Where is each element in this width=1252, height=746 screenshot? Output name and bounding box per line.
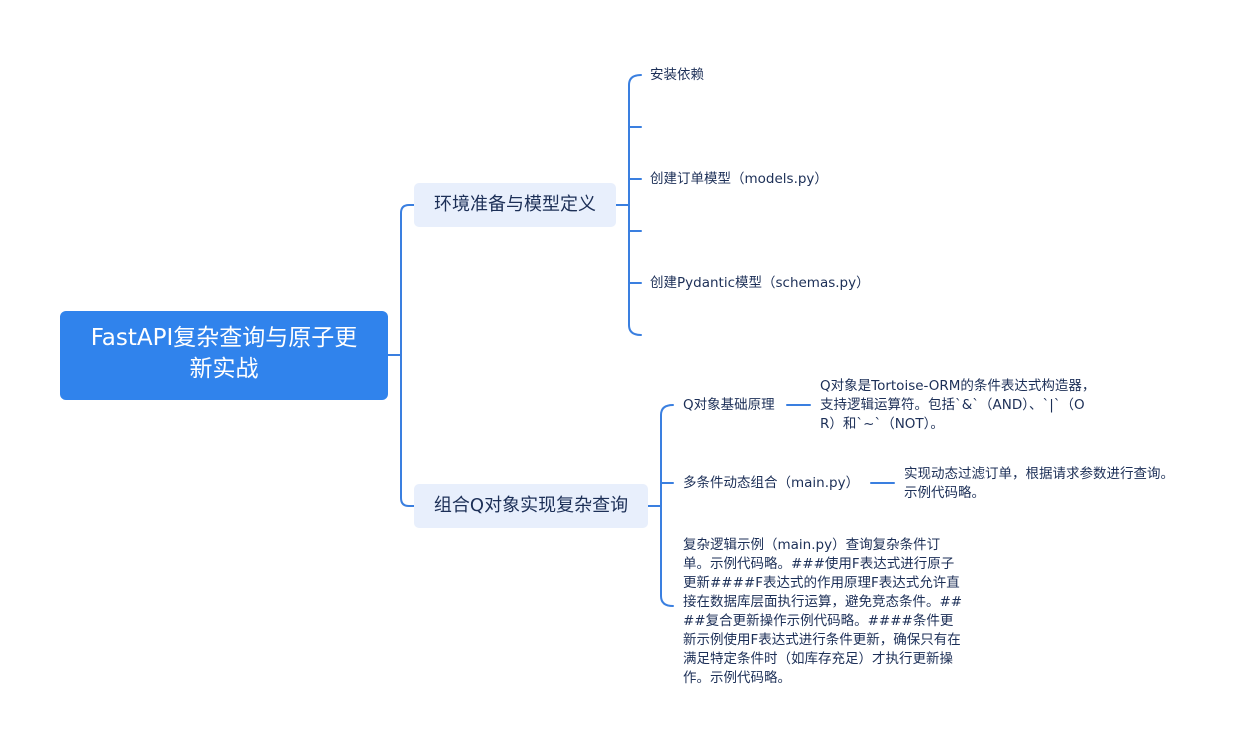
leaf-complex-logic-and-f-expressions[interactable]: 复杂逻辑示例（main.py）查询复杂条件订单。示例代码略。###使用F表达式进… (683, 536, 965, 688)
leaf-dynamic-combination[interactable]: 多条件动态组合（main.py） (683, 474, 859, 493)
connector-branch-1-bracket (628, 74, 642, 336)
leaf-install-dependencies[interactable]: 安装依赖 (650, 66, 704, 85)
leaf-label: 多条件动态组合（main.py） (683, 475, 860, 491)
branch-label: 组合Q对象实现复杂查询 (433, 495, 629, 516)
leaf-q-object-basics[interactable]: Q对象基础原理 (683, 396, 775, 415)
leaf-label: 复杂逻辑示例（main.py）查询复杂条件订单。示例代码略。###使用F表达式进… (683, 537, 963, 686)
branch-environment-setup[interactable]: 环境准备与模型定义 (414, 183, 616, 227)
root-topic[interactable]: FastAPI复杂查询与原子更新实战 (60, 311, 388, 400)
detail-text: Q对象是Tortoise-ORM的条件表达式构造器，支持逻辑运算符。包括`&`（… (820, 378, 1096, 432)
root-topic-label: FastAPI复杂查询与原子更新实战 (90, 325, 358, 382)
leaf-pydantic-model[interactable]: 创建Pydantic模型（schemas.py） (650, 274, 870, 293)
leaf-label: 创建订单模型（models.py） (650, 171, 828, 187)
detail-text: 实现动态过滤订单，根据请求参数进行查询。示例代码略。 (904, 466, 1174, 501)
detail-dynamic-combination[interactable]: 实现动态过滤订单，根据请求参数进行查询。示例代码略。 (904, 465, 1180, 503)
branch-q-object-queries[interactable]: 组合Q对象实现复杂查询 (414, 484, 648, 528)
branch-label: 环境准备与模型定义 (434, 194, 596, 215)
leaf-label: Q对象基础原理 (683, 397, 775, 413)
detail-q-object-basics[interactable]: Q对象是Tortoise-ORM的条件表达式构造器，支持逻辑运算符。包括`&`（… (820, 377, 1096, 434)
leaf-order-model[interactable]: 创建订单模型（models.py） (650, 170, 828, 189)
leaf-label: 安装依赖 (650, 67, 704, 83)
connector-root-branch-1 (400, 204, 415, 356)
connector-root-branch-2 (400, 354, 415, 507)
leaf-label: 创建Pydantic模型（schemas.py） (650, 275, 870, 291)
connector-branch-2-bracket (660, 404, 674, 607)
